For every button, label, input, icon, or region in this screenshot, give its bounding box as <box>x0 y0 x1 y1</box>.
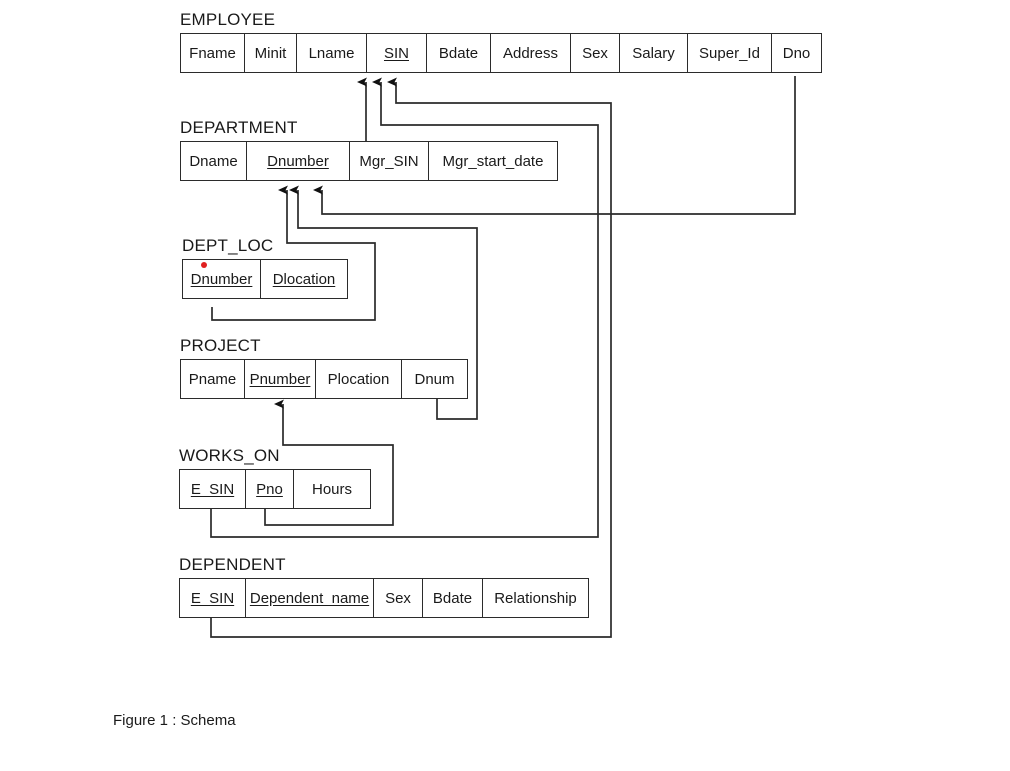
attribute-cell: E_SIN <box>180 579 246 617</box>
table-title: DEPT_LOC <box>182 236 274 255</box>
attribute-cell: Pno <box>246 470 294 508</box>
attribute-label: Pnumber <box>249 370 311 388</box>
attribute-label: Relationship <box>494 589 577 607</box>
attribute-cell: Sex <box>374 579 423 617</box>
attribute-cell: Dname <box>181 142 247 180</box>
attribute-cell: Dlocation <box>261 260 347 298</box>
attribute-label: Bdate <box>432 589 473 607</box>
attribute-label: SIN <box>383 44 409 62</box>
attribute-label: Dlocation <box>272 270 336 288</box>
annotation-dot-marker <box>201 262 207 268</box>
attribute-cell: Dnum <box>402 360 467 398</box>
attribute-cell: SIN <box>367 34 427 72</box>
attribute-label: Super_Id <box>699 44 760 62</box>
attribute-cell: Dnumber <box>183 260 261 298</box>
attribute-row: Pname Pnumber Plocation Dnum <box>180 359 468 399</box>
entity-table-dependent: DEPENDENT E_SIN Dependent_name Sex Bdate Rel… <box>179 555 589 618</box>
attribute-label: Address <box>502 44 559 62</box>
attribute-row: Dnumber Dlocation <box>182 259 348 299</box>
entity-table-project: PROJECT Pname Pnumber Plocation Dnum <box>180 336 468 399</box>
attribute-label: E_SIN <box>190 480 235 498</box>
table-title: DEPARTMENT <box>180 118 298 137</box>
attribute-cell: Super_Id <box>688 34 772 72</box>
attribute-label: Bdate <box>438 44 479 62</box>
attribute-cell: E_SIN <box>180 470 246 508</box>
attribute-label: Dname <box>189 152 238 170</box>
attribute-cell: Plocation <box>316 360 402 398</box>
attribute-cell: Mgr_start_date <box>429 142 557 180</box>
attribute-cell: Pname <box>181 360 245 398</box>
attribute-row: E_SIN Pno Hours <box>179 469 371 509</box>
attribute-label: Pno <box>256 480 283 498</box>
attribute-label: Minit <box>254 44 287 62</box>
attribute-label: Sex <box>385 589 411 607</box>
attribute-label: Salary <box>632 44 675 62</box>
attribute-row: Dname Dnumber Mgr_SIN Mgr_start_date <box>180 141 558 181</box>
attribute-label: Pname <box>188 370 237 388</box>
table-title: DEPENDENT <box>179 555 286 574</box>
attribute-cell: Dependent_name <box>246 579 374 617</box>
attribute-cell: Bdate <box>423 579 483 617</box>
attribute-label: Dno <box>782 44 811 62</box>
attribute-cell: Mgr_SIN <box>350 142 429 180</box>
attribute-cell: Relationship <box>483 579 588 617</box>
attribute-cell: Dno <box>772 34 821 72</box>
attribute-cell: Address <box>491 34 571 72</box>
attribute-cell: Lname <box>297 34 367 72</box>
attribute-label: Dnumber <box>190 270 253 288</box>
table-title: PROJECT <box>180 336 261 355</box>
attribute-label: Hours <box>311 480 352 498</box>
attribute-cell: Pnumber <box>245 360 316 398</box>
attribute-label: E_SIN <box>190 589 235 607</box>
attribute-cell: Salary <box>620 34 688 72</box>
table-title: WORKS_ON <box>179 446 280 465</box>
entity-table-works-on: WORKS_ON E_SIN Pno Hours <box>179 446 371 509</box>
attribute-label: Lname <box>308 44 355 62</box>
attribute-label: Fname <box>189 44 236 62</box>
attribute-label: Dependent_name <box>249 589 370 607</box>
attribute-cell: Fname <box>181 34 245 72</box>
attribute-label: Plocation <box>327 370 390 388</box>
attribute-label: Dnumber <box>267 152 329 170</box>
attribute-cell: Hours <box>294 470 370 508</box>
entity-table-employee: EMPLOYEE Fname Minit Lname SIN Bdate Address S… <box>180 10 822 73</box>
table-title: EMPLOYEE <box>180 10 276 29</box>
attribute-cell: Minit <box>245 34 297 72</box>
attribute-cell: Bdate <box>427 34 491 72</box>
attribute-label: Sex <box>582 44 608 62</box>
attribute-row: Fname Minit Lname SIN Bdate Address Sex Salary S… <box>180 33 822 73</box>
figure-caption: Figure 1 : Schema <box>113 712 236 729</box>
entity-table-department: DEPARTMENT Dname Dnumber Mgr_SIN Mgr_start_… <box>180 118 558 181</box>
attribute-row: E_SIN Dependent_name Sex Bdate Relationship <box>179 578 589 618</box>
attribute-cell: Dnumber <box>247 142 350 180</box>
attribute-label: Mgr_start_date <box>442 152 544 170</box>
attribute-label: Dnum <box>414 370 455 388</box>
attribute-label: Mgr_SIN <box>359 152 419 170</box>
entity-table-dept-loc: DEPT_LOC Dnumber Dlocation <box>182 236 348 299</box>
attribute-cell: Sex <box>571 34 620 72</box>
